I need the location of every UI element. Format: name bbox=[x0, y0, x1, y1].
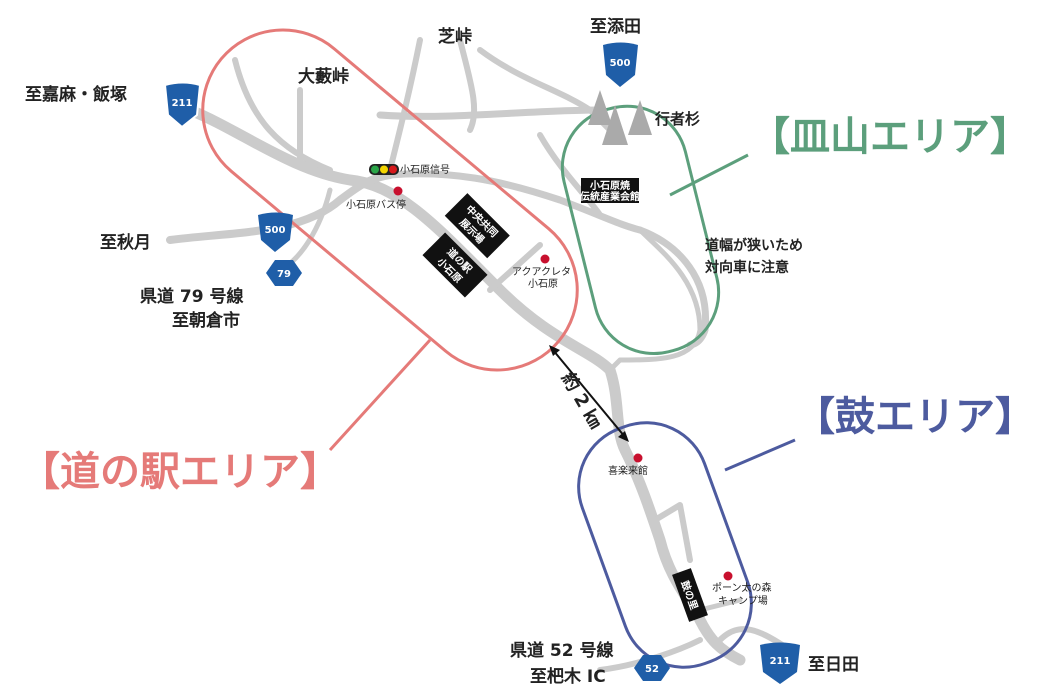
tsuzumi-area-title: 【鼓エリア】 bbox=[795, 394, 1035, 440]
route-211-shield-bottom: 211 bbox=[760, 642, 800, 684]
dest-shiba: 芝峠 bbox=[438, 26, 472, 47]
tsuzumi-area-outline bbox=[577, 421, 753, 669]
sarayama-area-title: 【皿山エリア】 bbox=[750, 114, 1030, 160]
kirakukan-marker bbox=[633, 453, 643, 463]
bus-stop-marker bbox=[393, 186, 403, 196]
traffic-signal-icon bbox=[369, 164, 399, 175]
poi-ponta-line2: キャンプ場 bbox=[718, 594, 768, 607]
michi-no-eki-area-outline bbox=[201, 28, 579, 372]
route-500-shield-top: 500 bbox=[603, 42, 638, 87]
dest-ooyabu: 大藪峠 bbox=[298, 66, 349, 87]
michi-no-eki-leader bbox=[328, 338, 432, 452]
note-narrow-line1: 道幅が狭いため bbox=[705, 237, 803, 254]
distance-arrow bbox=[549, 345, 629, 442]
svg-text:52: 52 bbox=[645, 664, 659, 675]
michi-no-eki-area-title: 【道の駅エリア】 bbox=[20, 449, 340, 495]
dest-pref52-line1: 県道 52 号線 bbox=[510, 640, 614, 661]
svg-text:伝統産業会館: 伝統産業会館 bbox=[580, 190, 640, 203]
sign-tsuzumi-no-sato: 鼓の里 bbox=[672, 568, 708, 622]
svg-text:500: 500 bbox=[265, 225, 286, 236]
tsuzumi-leader bbox=[724, 438, 796, 472]
svg-text:211: 211 bbox=[770, 656, 791, 667]
route-500-shield-left: 500 bbox=[258, 212, 293, 252]
gyojasugi-tree-icon bbox=[588, 90, 652, 145]
pref-79-shield: 79 bbox=[266, 260, 302, 286]
ponta-marker bbox=[723, 571, 733, 581]
sign-michi-no-eki: 道の駅 小石原 bbox=[422, 232, 488, 298]
acua-marker bbox=[540, 254, 550, 264]
poi-acua-line2: 小石原 bbox=[528, 278, 558, 290]
dest-akizuki: 至秋月 bbox=[100, 232, 151, 253]
roads bbox=[166, 37, 793, 673]
poi-bus-stop: 小石原バス停 bbox=[346, 198, 406, 211]
note-distance: 約 2 ㎞ bbox=[557, 369, 607, 433]
poi-signal: 小石原信号 bbox=[400, 164, 450, 176]
poi-ponta-line1: ポーン太の森 bbox=[712, 581, 772, 594]
pref-52-shield: 52 bbox=[634, 655, 670, 681]
poi-gyojasugi: 行者杉 bbox=[654, 110, 700, 128]
dest-hita: 至日田 bbox=[808, 655, 859, 675]
poi-acua-line1: アクアクレタ bbox=[512, 266, 571, 278]
dest-pref79-line2: 至朝倉市 bbox=[172, 310, 240, 331]
svg-text:500: 500 bbox=[610, 58, 631, 69]
poi-kirakukan: 喜楽来館 bbox=[608, 464, 648, 477]
sign-dento-sangyo-kaikan: 小石原焼 伝統産業会館 bbox=[580, 178, 640, 203]
svg-text:小石原焼: 小石原焼 bbox=[589, 179, 630, 192]
dest-kama-iizuka: 至嘉麻・飯塚 bbox=[25, 84, 127, 105]
sarayama-leader bbox=[669, 153, 749, 197]
svg-text:211: 211 bbox=[172, 98, 193, 109]
route-211-shield-top: 211 bbox=[163, 81, 202, 129]
sign-chuo-kyodo-tenjijo: 中央共同 展示場 bbox=[444, 193, 510, 259]
note-narrow-line2: 対向車に注意 bbox=[704, 259, 789, 276]
dest-pref79-line1: 県道 79 号線 bbox=[140, 286, 244, 307]
svg-text:79: 79 bbox=[277, 269, 291, 280]
dest-soeda: 至添田 bbox=[590, 16, 641, 37]
sarayama-area-outline bbox=[560, 104, 721, 356]
dest-pref52-line2: 至杷木 IC bbox=[530, 666, 606, 687]
